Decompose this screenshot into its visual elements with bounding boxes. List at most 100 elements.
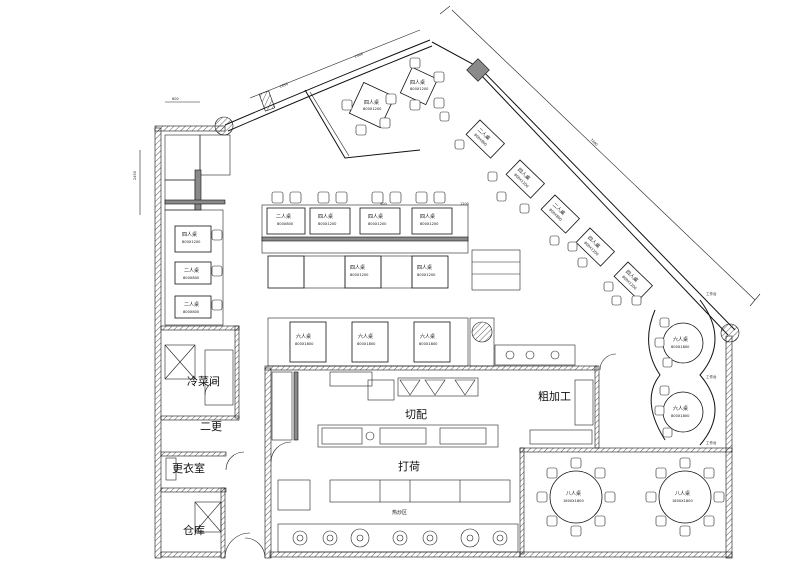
svg-text:800X1800: 800X1800 (295, 342, 314, 346)
chair (536, 491, 548, 503)
svg-text:800X1800: 800X1800 (357, 342, 376, 346)
rough-process-area: 粗加工 (494, 344, 594, 445)
booth-1: 二人桌 800X800 (465, 119, 506, 159)
chair (594, 467, 606, 479)
svg-text:800X1800: 800X1800 (671, 414, 690, 418)
six-person-row: 六人桌 800X1800 六人桌 800X1800 六人桌 800X1800 (267, 317, 495, 367)
chair (703, 515, 715, 527)
svg-text:八人桌: 八人桌 (675, 490, 690, 497)
round-column (720, 323, 740, 343)
diagonal-booths: 二人桌 800X800 四人桌 800X1200 二人桌 800X800 四人桌… (439, 111, 654, 306)
booth-4: 四人桌 800X1200 (575, 227, 616, 267)
booth-lower-row: 四人桌 800X1200 四人桌 800X1200 (267, 255, 449, 289)
back-of-house: 冷菜间 二更 更衣室 仓库 (160, 325, 266, 559)
svg-text:1800X1800: 1800X1800 (672, 499, 693, 503)
svg-text:四人桌: 四人桌 (410, 79, 425, 86)
stove-burner (460, 528, 480, 548)
diagonal-facade (431, 41, 736, 331)
stove-burner-inner (466, 534, 474, 542)
svg-text:二人桌: 二人桌 (184, 267, 199, 274)
svg-text:八人桌: 八人桌 (566, 490, 581, 497)
left-wall (154, 127, 162, 559)
chair (655, 467, 667, 479)
table-2p-left-3: 二人桌 800X800 (174, 295, 212, 319)
svg-text:800X1200: 800X1200 (417, 273, 436, 277)
booth-4p-center-3: 四人桌 800X1200 (411, 207, 453, 235)
stove-burner-inner (356, 534, 364, 542)
stove-burner (492, 530, 508, 546)
svg-text:四人桌: 四人桌 (368, 213, 383, 220)
svg-text:六人桌: 六人桌 (358, 333, 373, 340)
table-6p-3: 六人桌 800X1800 (413, 321, 451, 363)
svg-text:六人桌: 六人桌 (420, 333, 435, 340)
chair (679, 525, 691, 537)
svg-text:800X1200: 800X1200 (368, 222, 387, 226)
eight-person-tables: 八人桌 1800X1800 八人桌 1800X1800 (519, 447, 733, 555)
svg-text:800X1200: 800X1200 (410, 87, 429, 91)
svg-text:1200: 1200 (460, 202, 469, 206)
svg-text:800X1200: 800X1200 (350, 273, 369, 277)
chair (546, 467, 558, 479)
svg-text:工作台: 工作台 (706, 374, 717, 379)
plating-label: 打荷 (398, 459, 420, 473)
table-6p-1: 六人桌 800X1800 (289, 321, 327, 363)
svg-text:800X1800: 800X1800 (419, 342, 438, 346)
booth-3: 二人桌 800X800 (540, 194, 581, 234)
chair (604, 491, 616, 503)
chair (546, 515, 558, 527)
secondary-change-label: 二更 (200, 420, 222, 433)
chair (594, 515, 606, 527)
svg-text:六人桌: 六人桌 (296, 333, 311, 340)
svg-text:1650: 1650 (279, 82, 289, 89)
round-table-6-a: 六人桌 800X1800 (662, 322, 704, 364)
round-table-8-a: 八人桌 1800X1800 (549, 470, 603, 524)
left-side-tables: 四人桌 800X1200 二人桌 800X800 二人桌 800X800 (164, 134, 231, 326)
front-facade-curve (224, 39, 431, 126)
table-2p-left-2: 二人桌 800X800 (174, 261, 212, 285)
chair (703, 467, 715, 479)
svg-text:六人桌: 六人桌 (673, 405, 688, 412)
svg-text:600: 600 (172, 97, 179, 101)
stir-fry-label: 热炒区 (392, 509, 407, 516)
bottom-wall (519, 551, 733, 558)
changing-room-label: 更衣室 (172, 461, 205, 475)
svg-text:四人桌: 四人桌 (318, 213, 333, 220)
chair (679, 457, 691, 469)
stove-burner (322, 530, 338, 546)
cut-prep-label: 切配 (405, 408, 427, 421)
stove-burner-inner (496, 534, 504, 542)
table-4p-left-1: 四人桌 800X1200 (174, 225, 212, 253)
chair (713, 491, 725, 503)
kitchen: 切配 打荷 粗加工 热炒区 (264, 344, 617, 559)
svg-text:二人桌: 二人桌 (184, 301, 199, 308)
entrance-area (258, 89, 421, 159)
booth-2: 四人桌 800X1200 (505, 159, 546, 199)
svg-text:900: 900 (380, 202, 387, 206)
stove-burner (350, 528, 370, 548)
svg-text:800X1800: 800X1800 (671, 345, 690, 349)
svg-text:1800X1800: 1800X1800 (563, 499, 584, 503)
chair (570, 457, 582, 469)
booth-5: 四人桌 800X1200 (613, 261, 654, 301)
svg-text:800X1200: 800X1200 (363, 107, 382, 111)
svg-text:二人桌: 二人桌 (276, 213, 291, 220)
chair (645, 491, 657, 503)
right-wall (725, 335, 733, 559)
stir-fry-line: 热炒区 (277, 479, 519, 553)
stove-burner-inner (326, 534, 334, 542)
booth-2p-center: 二人桌 800X800 (266, 207, 306, 235)
stove-burner-inner (426, 534, 434, 542)
svg-text:四人桌: 四人桌 (420, 213, 435, 220)
svg-text:六人桌: 六人桌 (673, 336, 688, 343)
svg-text:四人桌: 四人桌 (417, 264, 432, 271)
svg-text:800X1200: 800X1200 (318, 222, 337, 226)
svg-text:7480: 7480 (589, 138, 598, 147)
chair (570, 525, 582, 537)
svg-text:四人桌: 四人桌 (350, 264, 365, 271)
right-dining: 六人桌 800X1800 六人桌 800X1800 工作台 工作台 工作台 (648, 291, 717, 446)
svg-text:800X800: 800X800 (183, 310, 200, 314)
round-table-6-b: 六人桌 800X1800 (662, 391, 704, 433)
center-upper-booths: 二人桌 800X800 四人桌 800X1200 四人桌 800X1200 四人… (261, 191, 521, 291)
